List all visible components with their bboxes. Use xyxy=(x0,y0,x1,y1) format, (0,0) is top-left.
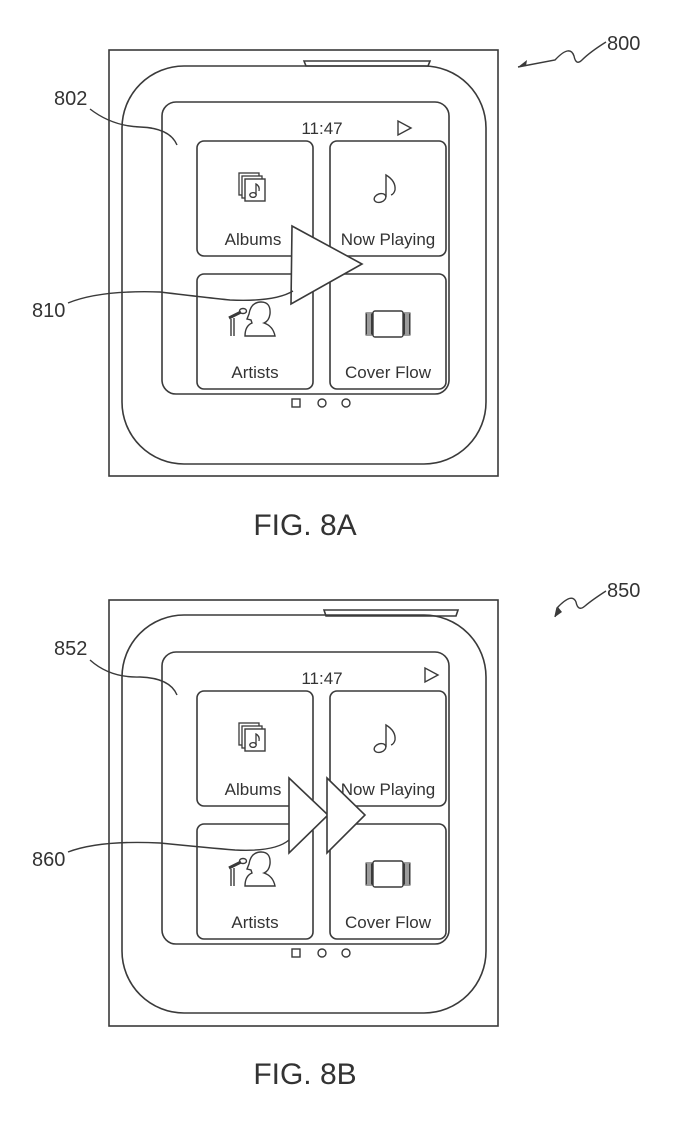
leader-line-device xyxy=(517,41,607,68)
page-dot-current[interactable] xyxy=(291,398,301,408)
page-dot[interactable] xyxy=(341,948,351,958)
swipe-arrow-icon-1 xyxy=(288,776,330,855)
device-body xyxy=(121,65,487,465)
tile-label: Artists xyxy=(231,913,278,932)
music-note-icon xyxy=(372,174,396,205)
cover-flow-icon xyxy=(365,860,411,888)
tile-now-playing[interactable]: Now Playing xyxy=(329,690,447,807)
tile-artists[interactable]: Artists xyxy=(196,823,314,940)
figure-8b: 11:47 Albums Now Playing Artists Cover F… xyxy=(32,580,640,1091)
device-outer-frame xyxy=(108,49,499,477)
tile-label: Cover Flow xyxy=(345,363,432,382)
page-dot[interactable] xyxy=(341,398,351,408)
tile-label: Albums xyxy=(225,230,282,249)
play-triangle-icon xyxy=(424,666,440,684)
tile-cover-flow[interactable]: Cover Flow xyxy=(329,273,447,390)
tile-albums[interactable]: Albums xyxy=(196,690,314,807)
page-dot-current[interactable] xyxy=(291,948,301,958)
artist-singer-icon xyxy=(227,300,277,338)
page-indicator[interactable] xyxy=(291,948,351,958)
cover-flow-icon xyxy=(365,310,411,338)
page-indicator[interactable] xyxy=(291,398,351,408)
status-time: 11:47 xyxy=(301,119,342,138)
tile-label: Now Playing xyxy=(341,230,436,249)
ref-numeral-device: 850 xyxy=(607,580,640,602)
tile-label: Albums xyxy=(225,780,282,799)
albums-icon xyxy=(238,172,266,202)
leader-line-device xyxy=(554,590,607,618)
leader-line-screen xyxy=(89,659,178,696)
tile-artists[interactable]: Artists xyxy=(196,273,314,390)
figure-caption: FIG. 8A xyxy=(253,509,356,542)
artist-singer-icon xyxy=(227,850,277,888)
device-outer-frame xyxy=(108,599,499,1027)
ref-numeral-gesture: 860 xyxy=(32,849,65,871)
tile-albums[interactable]: Albums xyxy=(196,140,314,257)
device-screen[interactable] xyxy=(161,101,450,395)
tile-label: Cover Flow xyxy=(345,913,432,932)
page-dot[interactable] xyxy=(317,398,327,408)
leader-arrowhead xyxy=(518,60,527,67)
ref-numeral-device: 800 xyxy=(607,33,640,55)
leader-arrowhead xyxy=(555,607,562,617)
play-triangle-icon xyxy=(397,119,413,137)
leader-line-gesture xyxy=(67,839,290,853)
ref-numeral-screen: 852 xyxy=(54,638,87,660)
albums-icon xyxy=(238,722,266,752)
ref-numeral-gesture: 810 xyxy=(32,300,65,322)
status-time: 11:47 xyxy=(301,669,342,688)
figure-caption: FIG. 8B xyxy=(253,1058,356,1091)
leader-line-screen xyxy=(89,108,178,146)
swipe-arrow-icon xyxy=(290,224,364,306)
device-top-button xyxy=(322,609,460,617)
leader-line-gesture xyxy=(67,290,294,304)
device-screen[interactable] xyxy=(161,651,450,945)
tile-cover-flow[interactable]: Cover Flow xyxy=(329,823,447,940)
page-dot[interactable] xyxy=(317,948,327,958)
tile-now-playing[interactable]: Now Playing xyxy=(329,140,447,257)
music-note-icon xyxy=(372,724,396,755)
ref-numeral-screen: 802 xyxy=(54,88,87,110)
tile-label: Now Playing xyxy=(341,780,436,799)
swipe-arrow-icon-2 xyxy=(326,776,367,855)
figure-8a: 11:47 Albums Now Playing Artists Cover F… xyxy=(32,33,640,542)
tile-label: Artists xyxy=(231,363,278,382)
device-body xyxy=(121,614,487,1014)
